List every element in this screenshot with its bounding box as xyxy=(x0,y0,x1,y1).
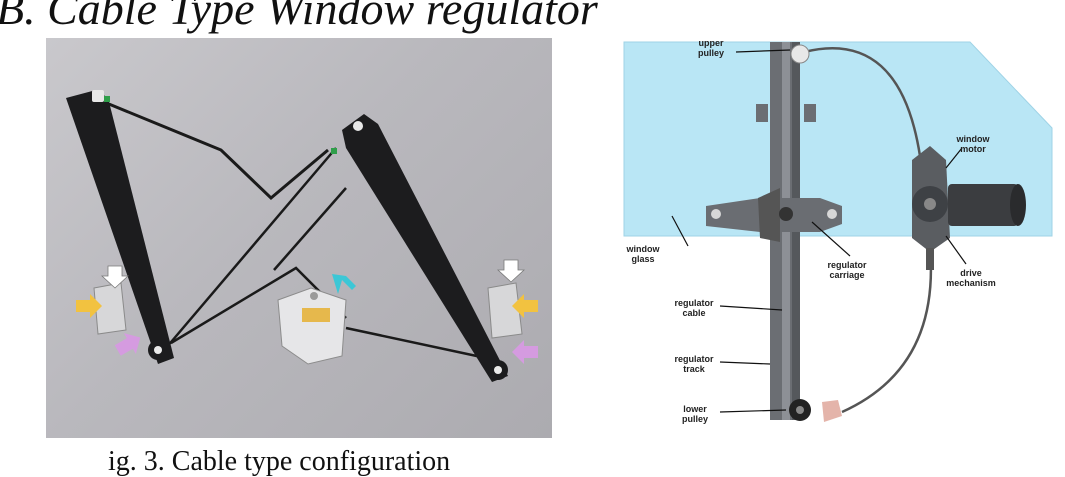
label-regulator-track: regulator track xyxy=(674,354,714,374)
regulator-photo xyxy=(46,38,552,438)
label-regulator-carriage: regulator carriage xyxy=(827,260,867,280)
figure-caption: ig. 3. Cable type configuration xyxy=(108,446,451,477)
label-lower-pulley: lower pulley xyxy=(681,404,708,424)
label-window-motor: window motor xyxy=(956,134,990,154)
label-window-glass: window glass xyxy=(626,244,660,264)
regulator-diagram: upper pulley window motor window glass r… xyxy=(610,38,1055,450)
section-heading: B. Cable Type Window regulator xyxy=(0,0,598,34)
label-upper-pulley: upper pulley xyxy=(697,38,724,58)
label-regulator-cable: regulator cable xyxy=(674,298,714,318)
label-drive-mechanism: drive mechanism xyxy=(946,268,996,288)
